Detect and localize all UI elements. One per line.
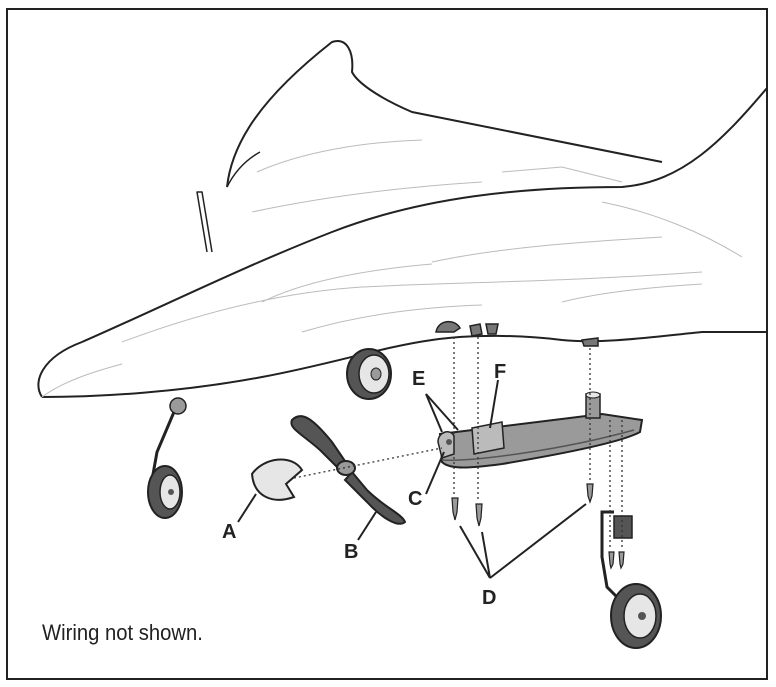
propeller-part xyxy=(290,415,407,525)
callout-c: C xyxy=(408,488,423,510)
leader-lines xyxy=(237,379,587,579)
callout-d: D xyxy=(482,587,497,609)
hatch-openings xyxy=(435,320,599,347)
panel-lines xyxy=(41,139,743,398)
screws xyxy=(451,483,625,570)
nose-gear xyxy=(147,397,187,519)
callout-e: E xyxy=(412,368,426,390)
diagram-frame: A B C D E F Wiring not shown. xyxy=(6,8,768,680)
callout-f: F xyxy=(494,361,507,383)
main-gear-detached xyxy=(600,510,662,649)
callout-a: A xyxy=(222,521,237,543)
caption-text: Wiring not shown. xyxy=(42,620,203,645)
fuselage xyxy=(37,40,766,398)
callout-b: B xyxy=(344,541,359,563)
spinner-part xyxy=(250,458,304,501)
aircraft-exploded-view xyxy=(37,40,766,649)
main-gear-wheel-mounted xyxy=(346,348,392,400)
gear-mount-tray xyxy=(437,391,644,469)
alignment-lines xyxy=(293,337,623,550)
